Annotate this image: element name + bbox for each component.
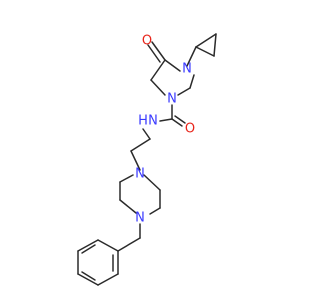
atom-n-piperazine-top: N (135, 167, 145, 182)
atom-o-ketone: O (142, 34, 152, 49)
atom-n-ring-bottom: N (167, 92, 177, 107)
imidazolidinone-ring (147, 41, 197, 96)
cyclopropyl-ring (195, 33, 217, 57)
atom-n-amide: N (148, 114, 158, 129)
ethylene-linker (130, 128, 151, 171)
benzyl-linker (117, 223, 141, 252)
atom-o-amide: O (185, 122, 195, 137)
phenyl-ring (77, 239, 119, 286)
atom-n-ring-top: N (182, 62, 192, 77)
carboxamide (159, 104, 186, 127)
piperazine-ring (119, 174, 161, 215)
atom-h-amide: H (138, 114, 148, 129)
molecule-structure: N N O O H N N N (77, 33, 217, 286)
atom-n-piperazine-bottom: N (135, 211, 145, 226)
